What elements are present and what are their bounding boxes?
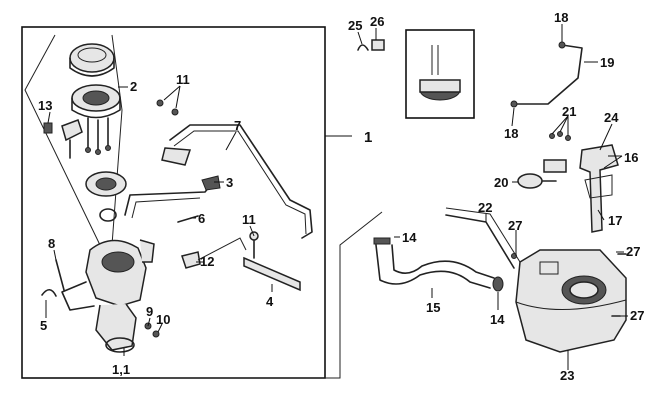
clip-part-26 xyxy=(371,39,385,51)
fitting-part-18-bottom xyxy=(510,100,518,108)
filler-pipe-part-15 xyxy=(375,244,491,289)
callout-18-bottom: 18 xyxy=(504,126,518,141)
vent-line-inner xyxy=(131,197,201,219)
callout-13: 13 xyxy=(38,98,52,113)
screws-part-9-10 xyxy=(144,322,160,338)
fuel-pump-part-17-24 xyxy=(579,144,619,233)
clip-part-5 xyxy=(41,288,57,297)
callout-17: 17 xyxy=(608,213,622,228)
bolts-group xyxy=(85,117,111,155)
callout-14-bottom: 14 xyxy=(490,312,505,327)
callout-16: 16 xyxy=(624,150,638,165)
spring-part-6 xyxy=(177,215,199,223)
callout-14-top: 14 xyxy=(402,230,417,245)
callout-19: 19 xyxy=(600,55,614,70)
clip-12-link xyxy=(197,237,247,261)
clamp-part-14-top xyxy=(373,237,391,245)
callout-7: 7 xyxy=(234,118,241,133)
hose-part-7 xyxy=(169,124,313,239)
callout-21: 21 xyxy=(562,104,576,119)
callout-23: 23 xyxy=(560,368,574,383)
callout-27-right-bottom: 27 xyxy=(630,308,644,323)
bolt-part-8 xyxy=(55,259,65,291)
leader-lines xyxy=(45,24,628,370)
hose-bracket xyxy=(161,147,192,166)
clamp-part-14-bottom xyxy=(492,276,504,292)
clip-part-12 xyxy=(181,251,201,269)
vent-hose-part-22 xyxy=(445,214,515,269)
callout-10: 10 xyxy=(156,312,170,327)
filler-neck-body xyxy=(61,239,155,353)
callout-15: 15 xyxy=(426,300,440,315)
callout-27-right-top: 27 xyxy=(626,244,640,259)
pump-part-20 xyxy=(517,173,557,189)
callout-6: 6 xyxy=(198,211,205,226)
assembly-1-frame xyxy=(21,26,326,379)
callout-1-1: 1,1 xyxy=(112,362,130,377)
gasket-ring xyxy=(85,171,127,222)
connector-line xyxy=(160,211,383,379)
callout-4: 4 xyxy=(266,294,274,309)
fuel-line-part-19 xyxy=(515,44,583,105)
callout-5: 5 xyxy=(40,318,47,333)
fuel-cap-part-2 xyxy=(69,43,121,119)
callout-8: 8 xyxy=(48,236,55,251)
callout-1: 1 xyxy=(364,129,372,146)
callout-26: 26 xyxy=(370,14,384,29)
fuel-tank-part-23 xyxy=(515,249,627,353)
filler-pipe-part-15-b xyxy=(391,244,495,279)
vent-hose-part-22-b xyxy=(445,207,521,263)
clip-part-25 xyxy=(357,44,369,51)
inset-fuel-pump xyxy=(405,29,475,119)
bolts-part-11-top xyxy=(156,99,179,116)
callout-11-right: 11 xyxy=(242,212,256,227)
group-outline-left xyxy=(24,34,101,246)
callout-12: 12 xyxy=(200,254,214,269)
group-outline-right xyxy=(111,34,123,246)
callout-24: 24 xyxy=(604,110,619,125)
callout-18-top: 18 xyxy=(554,10,568,25)
callout-27-left: 27 xyxy=(508,218,522,233)
inset-pump-drawing xyxy=(419,45,461,101)
hose-part-7-inner xyxy=(173,130,307,235)
callout-25: 25 xyxy=(348,18,362,33)
callout-2: 2 xyxy=(130,79,137,94)
clip-part-3 xyxy=(201,175,221,191)
strap-part-4 xyxy=(243,256,301,292)
callout-11-top: 11 xyxy=(176,72,190,87)
fitting-part-18-top xyxy=(558,41,566,49)
callout-22: 22 xyxy=(478,200,492,215)
callout-20: 20 xyxy=(494,175,508,190)
latch-part-13 xyxy=(43,119,83,159)
pump-bracket xyxy=(543,159,567,173)
callout-3: 3 xyxy=(226,175,233,190)
callout-9: 9 xyxy=(146,304,153,319)
